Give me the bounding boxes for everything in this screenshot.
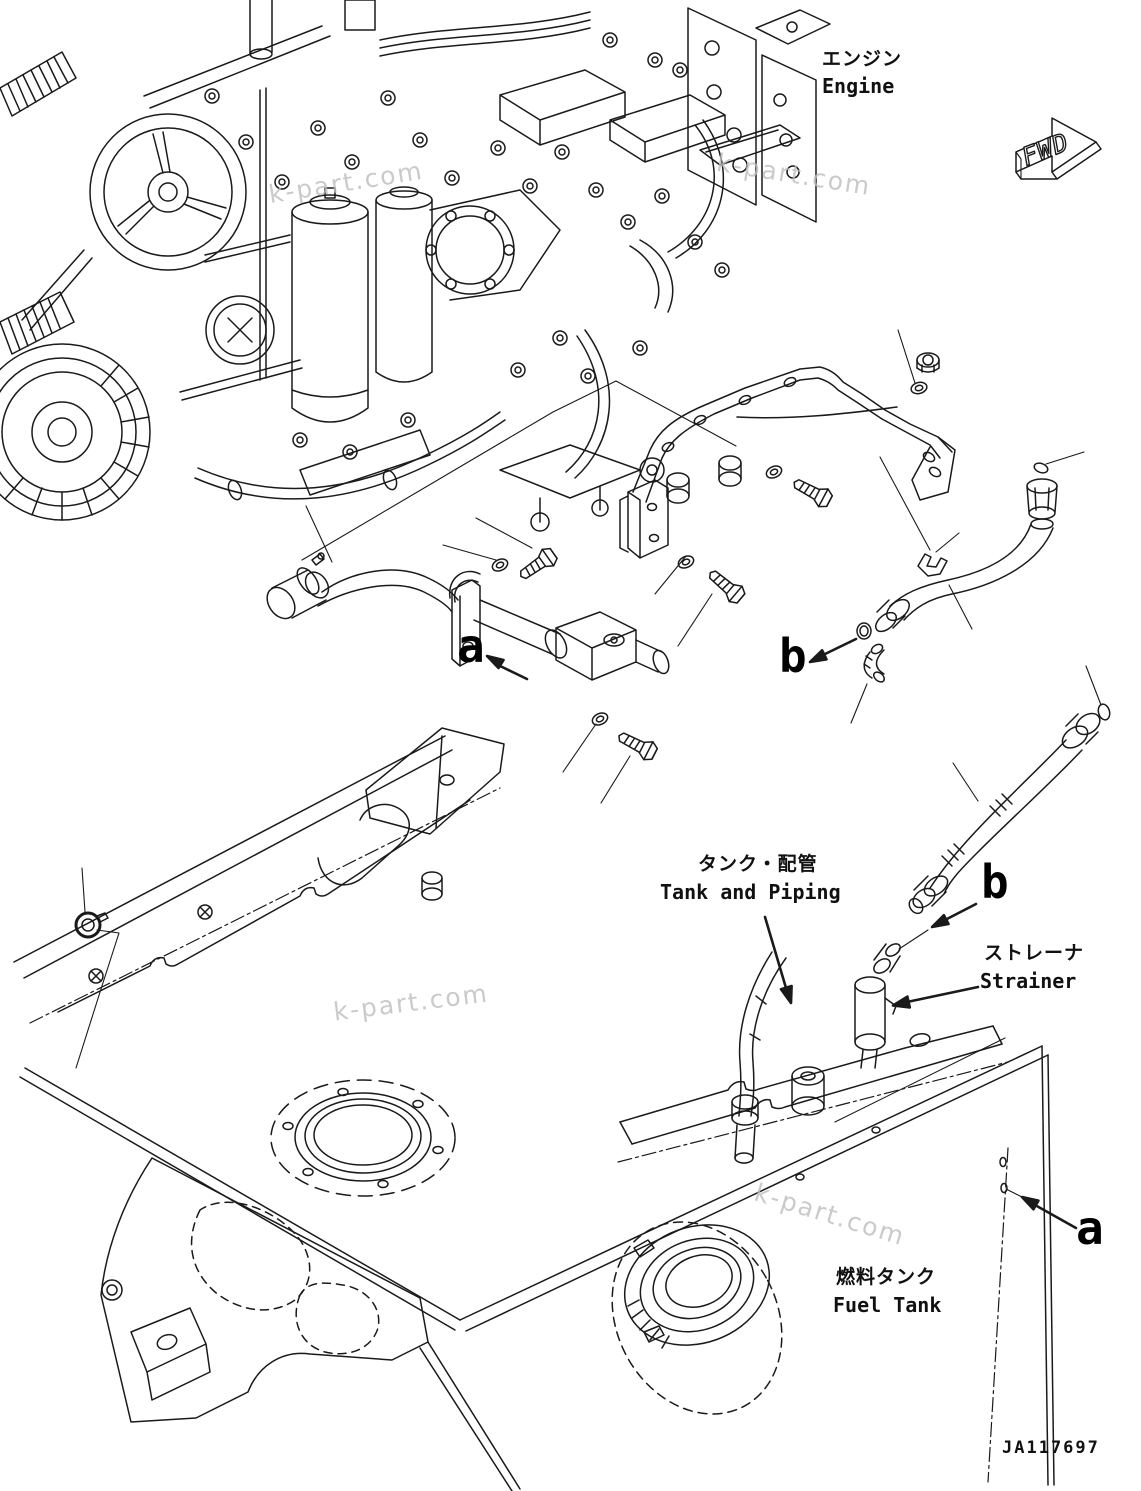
bracket-drawing <box>619 352 956 607</box>
engine-drawing <box>0 0 831 561</box>
view-ref-a-pipe: a <box>457 619 485 673</box>
strainer-label-ja: ストレーナ <box>984 942 1085 964</box>
engine-label-en: Engine <box>822 74 895 98</box>
engine-label-ja: エンジン <box>822 48 903 70</box>
fwd-direction-arrow: FWD <box>1015 117 1102 180</box>
fuel-tank-label-ja: 燃料タンク <box>836 1266 937 1288</box>
fuel-tank-drawing <box>13 727 1055 1491</box>
view-ref-a-tank: a <box>1076 1201 1104 1255</box>
pipe-assembly-drawing <box>266 544 670 764</box>
drawing-number: JA117697 <box>1002 1438 1100 1458</box>
leader-lines <box>305 329 1102 1198</box>
tank-piping-label-ja: タンク・配管 <box>698 853 818 875</box>
fuel-pipe-drawing <box>856 462 1058 683</box>
fuel-hose-drawing <box>908 703 1111 915</box>
callout-arrows <box>485 637 1078 1230</box>
tank-piping-label-en: Tank and Piping <box>660 880 841 904</box>
view-ref-b-hose: b <box>981 855 1009 909</box>
fwd-arrow-label: FWD <box>1018 127 1073 171</box>
strainer-label-en: Strainer <box>980 969 1077 993</box>
fuel-tank-label-en: Fuel Tank <box>833 1293 942 1317</box>
view-ref-b-pipe: b <box>779 629 807 683</box>
